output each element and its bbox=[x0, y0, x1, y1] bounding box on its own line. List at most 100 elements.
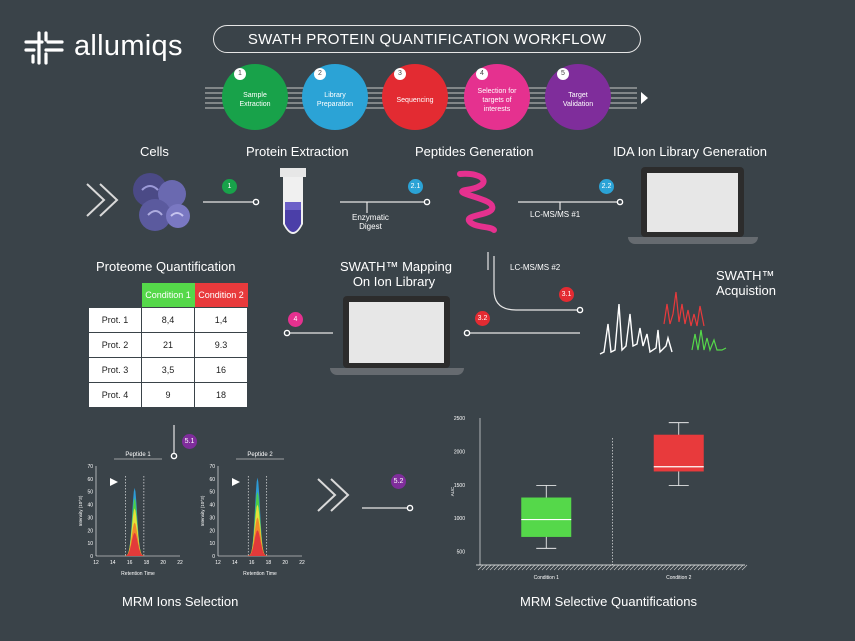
y-tick-label: 50 bbox=[209, 490, 215, 496]
section-proteome-quant: Proteome Quantification bbox=[96, 259, 236, 274]
y-tick-label: 2500 bbox=[454, 416, 465, 422]
cells-icon bbox=[133, 173, 190, 231]
y-tick-label: 20 bbox=[87, 528, 93, 534]
value-cell: 18 bbox=[194, 382, 248, 408]
section-swath-mapping: SWATH™ Mapping On Ion Library bbox=[340, 259, 452, 289]
axis-hatch bbox=[649, 564, 656, 571]
axis-hatch bbox=[509, 564, 516, 571]
x-axis-label: Retention Time bbox=[243, 571, 277, 577]
mapping-laptop-base bbox=[330, 368, 464, 375]
enzymatic-line2: Digest bbox=[359, 222, 382, 231]
category-label: Condition 2 bbox=[666, 575, 692, 581]
axis-hatch bbox=[693, 564, 700, 571]
axis-hatch bbox=[661, 564, 668, 571]
axis-hatch bbox=[569, 564, 576, 571]
x-tick-label: 12 bbox=[93, 560, 99, 566]
section-swath-acquisition: SWATH™ Acquistion bbox=[716, 268, 776, 298]
axis-hatch bbox=[501, 564, 508, 571]
protein-name-cell: Prot. 4 bbox=[88, 382, 142, 408]
axis-hatch bbox=[637, 564, 644, 571]
y-tick-label: 0 bbox=[212, 554, 215, 560]
value-cell: 21 bbox=[141, 332, 195, 358]
axis-hatch bbox=[737, 564, 744, 571]
section-peptides-generation: Peptides Generation bbox=[415, 144, 534, 159]
y-tick-label: 40 bbox=[87, 503, 93, 509]
x-tick-label: 20 bbox=[160, 560, 166, 566]
step-badge: 5.2 bbox=[391, 474, 406, 489]
value-cell: 3,5 bbox=[141, 357, 195, 383]
swath-mapping-line2: On Ion Library bbox=[352, 274, 436, 289]
peak-series-4 bbox=[117, 532, 152, 556]
x-tick-label: 22 bbox=[299, 560, 305, 566]
protein-name-cell: Prot. 2 bbox=[88, 332, 142, 358]
section-protein-extraction: Protein Extraction bbox=[246, 144, 349, 159]
axis-hatch bbox=[657, 564, 664, 571]
protein-name-cell: Prot. 1 bbox=[88, 307, 142, 333]
axis-hatch bbox=[521, 564, 528, 571]
x-tick-label: 12 bbox=[215, 560, 221, 566]
box-2 bbox=[653, 434, 704, 472]
chevron-forward-icon bbox=[317, 478, 350, 512]
axis-hatch bbox=[573, 564, 580, 571]
axis-hatch bbox=[725, 564, 732, 571]
workflow-step-label: Library Preparation bbox=[316, 92, 354, 108]
step-badge: 3.1 bbox=[559, 287, 574, 302]
peak-marker-icon bbox=[110, 478, 118, 486]
axis-hatch bbox=[677, 564, 684, 571]
peak-marker-icon bbox=[232, 478, 240, 486]
y-tick-label: 0 bbox=[90, 554, 93, 560]
y-tick-label: 1500 bbox=[454, 483, 465, 489]
axis-hatch bbox=[685, 564, 692, 571]
value-cell: 1,4 bbox=[194, 307, 248, 333]
workflow-step-label: Sequencing bbox=[396, 96, 434, 104]
box-1 bbox=[521, 497, 572, 537]
axis-hatch bbox=[553, 564, 560, 571]
step-badge: 5.1 bbox=[182, 434, 197, 449]
peptide-helix-icon bbox=[457, 170, 497, 233]
lcms1-label: LC-MS/MS #1 bbox=[530, 210, 581, 219]
axis-hatch bbox=[605, 564, 612, 571]
chevron-forward-icon bbox=[86, 183, 119, 217]
axis-hatch bbox=[709, 564, 716, 571]
x-tick-label: 18 bbox=[144, 560, 150, 566]
x-tick-label: 22 bbox=[177, 560, 183, 566]
axis-hatch bbox=[625, 564, 632, 571]
y-tick-label: 40 bbox=[209, 503, 215, 509]
axis-hatch bbox=[545, 564, 552, 571]
axis-hatch bbox=[689, 564, 696, 571]
axis-hatch bbox=[629, 564, 636, 571]
axis-hatch bbox=[485, 564, 492, 571]
y-axis-label: AUC bbox=[450, 486, 455, 496]
axis-hatch bbox=[665, 564, 672, 571]
step-badge: 3.2 bbox=[475, 311, 490, 326]
allumiqs-logo: allumiqs bbox=[22, 30, 207, 66]
workflow-step-number: 4 bbox=[476, 68, 488, 80]
axis-hatch bbox=[565, 564, 572, 571]
axis-hatch bbox=[481, 564, 488, 571]
lcms2-label: LC-MS/MS #2 bbox=[510, 263, 561, 272]
axis-hatch bbox=[593, 564, 600, 571]
enzymatic-digest-label: Enzymatic Digest bbox=[352, 213, 389, 231]
protein-name-cell: Prot. 3 bbox=[88, 357, 142, 383]
y-tick-label: 10 bbox=[87, 541, 93, 547]
axis-hatch bbox=[589, 564, 596, 571]
axis-hatch bbox=[525, 564, 532, 571]
test-tube-icon bbox=[280, 168, 306, 234]
axis-hatch bbox=[585, 564, 592, 571]
y-tick-label: 60 bbox=[209, 477, 215, 483]
section-cells: Cells bbox=[140, 144, 169, 159]
workflow-step-label: Target Validation bbox=[562, 92, 594, 108]
axis-hatch bbox=[705, 564, 712, 571]
x-tick-label: 14 bbox=[110, 560, 116, 566]
y-tick-label: 30 bbox=[209, 515, 215, 521]
axis-hatch bbox=[529, 564, 536, 571]
y-tick-label: 10 bbox=[209, 541, 215, 547]
axis-hatch bbox=[477, 564, 484, 571]
